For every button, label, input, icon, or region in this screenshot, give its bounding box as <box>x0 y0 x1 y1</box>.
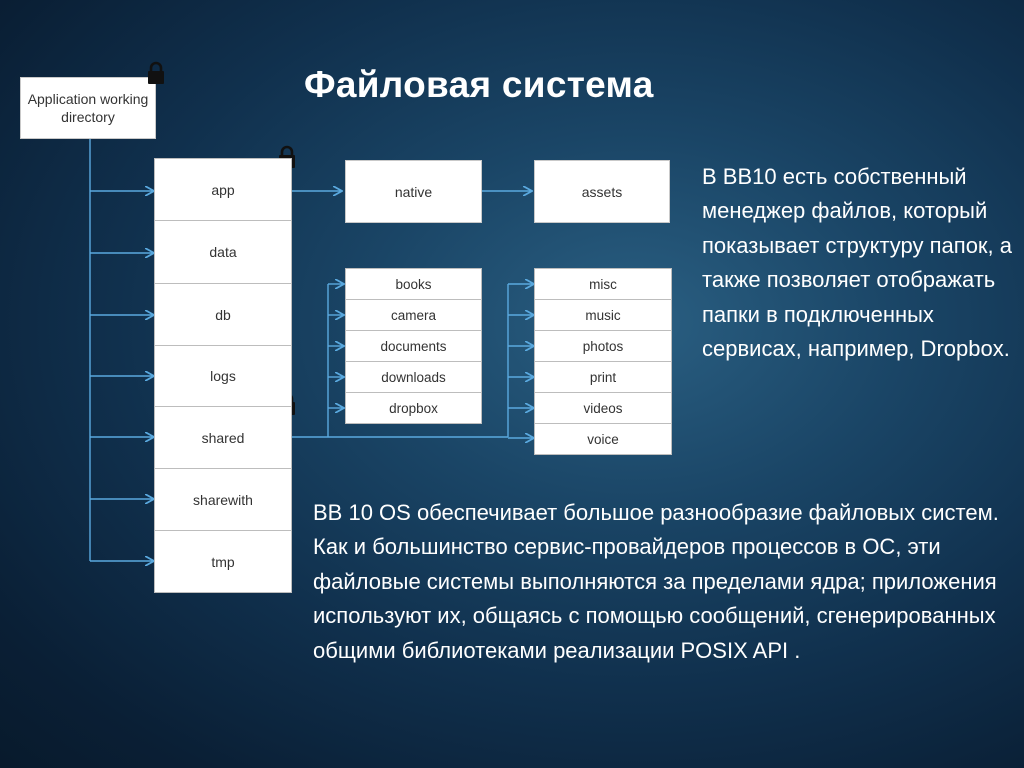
folder-camera: camera <box>346 300 481 331</box>
lock-icon <box>148 61 164 84</box>
folder-downloads: downloads <box>346 362 481 393</box>
folder-db: db <box>155 284 291 346</box>
folder-shared: shared <box>155 407 291 469</box>
root-folder-box: Application working directory <box>20 77 156 139</box>
folder-app: app <box>155 159 291 221</box>
description-bottom: BB 10 OS обеспечивает большое разнообраз… <box>313 500 999 663</box>
folder-books: books <box>346 269 481 300</box>
page-title: Файловая система <box>304 64 654 105</box>
folder-voice: voice <box>587 431 619 447</box>
folder-misc: misc <box>535 269 671 300</box>
folder-photos: photos <box>535 331 671 362</box>
folder-music: music <box>535 300 671 331</box>
shared-media-folders-list: misc music photos print videos voice <box>534 268 672 455</box>
folder-data: data <box>155 221 291 284</box>
folder-print: print <box>535 362 671 393</box>
folder-videos: videos <box>535 393 671 424</box>
folder-dropbox: dropbox <box>389 400 438 416</box>
description-right: В BB10 есть собственный менеджер файлов,… <box>702 164 1013 362</box>
folder-sharewith: sharewith <box>155 469 291 531</box>
folder-native: native <box>345 160 482 223</box>
folder-tmp: tmp <box>211 553 235 570</box>
folder-logs: logs <box>155 346 291 407</box>
folder-documents: documents <box>346 331 481 362</box>
folder-assets: assets <box>534 160 670 223</box>
shared-subfolders-list: books camera documents downloads dropbox <box>345 268 482 424</box>
main-folder-list: app data db logs shared sharewith tmp <box>154 158 292 593</box>
